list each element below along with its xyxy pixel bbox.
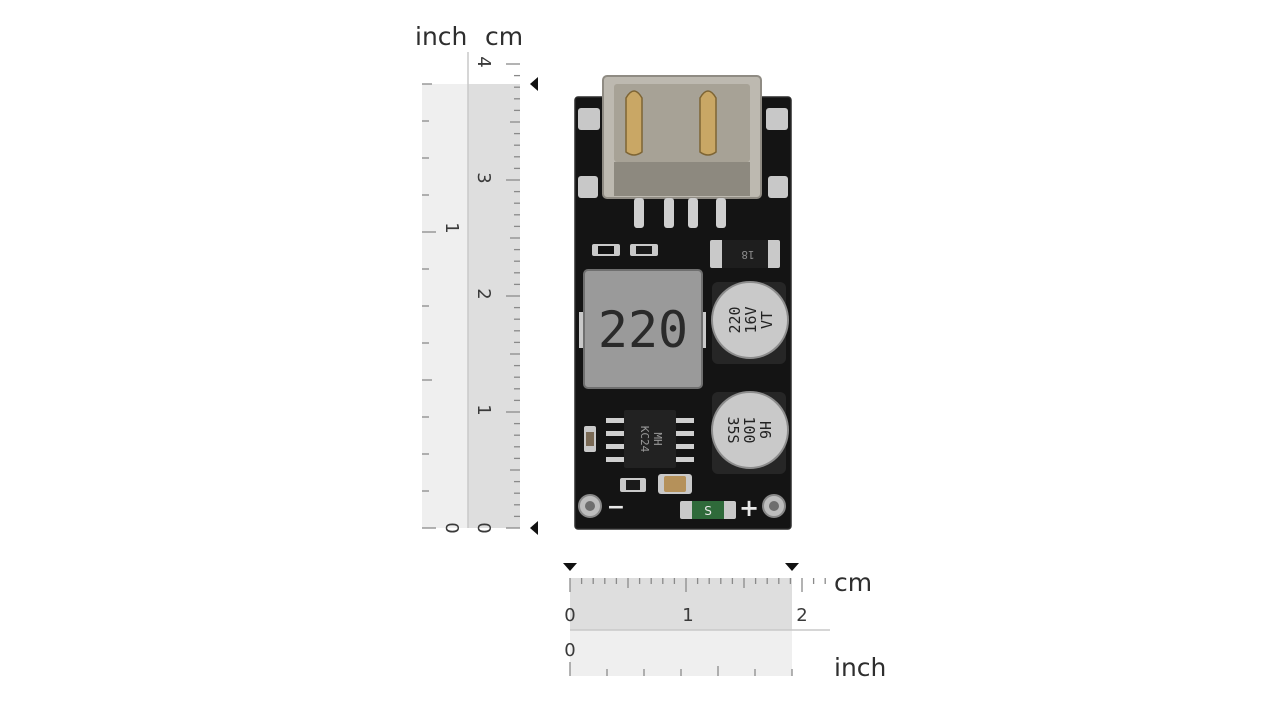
v-cm-tick-4: 4 <box>473 56 494 67</box>
usb-pin-2 <box>664 198 674 228</box>
h-cm-tick-2: 2 <box>796 605 807 626</box>
capacitor-top: 220 16V VT <box>711 281 789 364</box>
usb-contact-right <box>699 90 717 156</box>
vertical-top-marker <box>530 77 538 91</box>
ic-pin-r3 <box>674 444 694 449</box>
pad-top-right <box>766 108 788 130</box>
ic-body <box>624 410 676 468</box>
v-inch-tick-1: 1 <box>441 222 462 233</box>
ic-pin-r4 <box>674 457 694 462</box>
horizontal-ticks <box>569 578 826 676</box>
v-inch-tick-0: 0 <box>441 522 462 533</box>
polarity-minus: − <box>607 495 625 520</box>
usb-pin-3 <box>688 198 698 228</box>
usb-a-port <box>602 75 762 228</box>
horizontal-cm-label: cm <box>834 568 873 597</box>
smd-resistor-a-body <box>598 246 614 254</box>
h-cm-tick-0: 0 <box>564 605 575 626</box>
usb-body-lower <box>614 162 750 196</box>
v-cm-tick-3: 3 <box>473 172 494 183</box>
diode-marking: 18 <box>741 248 754 261</box>
ic-pin-l3 <box>606 444 626 449</box>
capacitor-top-can <box>711 281 789 359</box>
ic-marking-2: KC24 <box>638 426 651 453</box>
capacitor-top-line-3: VT <box>758 311 776 329</box>
vertical-inch-label: inch <box>415 22 468 51</box>
vertical-inch-band <box>422 84 468 528</box>
capacitor-top-line-2: 16V <box>742 306 760 333</box>
vertical-cm-label: cm <box>485 22 524 51</box>
v-cm-tick-1: 1 <box>473 404 494 415</box>
ic-marking-1: MH <box>651 432 664 445</box>
capacitor-bottom: H6 100 35S <box>711 391 789 474</box>
smd-bottom-b-body <box>664 476 686 492</box>
capacitor-bottom-can <box>711 391 789 469</box>
usb-pin-1 <box>634 198 644 228</box>
ic-pin-l4 <box>606 457 626 462</box>
v-cm-tick-0: 0 <box>473 522 494 533</box>
vertical-ruler: 0 1 2 3 4 0 1 <box>422 52 538 535</box>
vertical-cm-band <box>468 84 520 528</box>
h-inch-tick-0: 0 <box>564 640 575 661</box>
vertical-ticks <box>422 63 520 529</box>
ic-pin-r2 <box>674 431 694 436</box>
ic-pin-l1 <box>606 418 626 423</box>
usb-contact-left <box>625 90 643 156</box>
resistor-s-marking: S <box>704 504 712 518</box>
capacitor-bottom-line-2: 100 <box>740 416 758 443</box>
diode-body <box>722 240 768 268</box>
smd-diode: 18 <box>710 240 780 268</box>
smd-cap-left-body <box>586 432 594 446</box>
horizontal-left-marker <box>563 563 577 571</box>
inductor: 220 <box>579 269 706 389</box>
inductor-body <box>583 269 703 389</box>
pad-plus-hole <box>769 501 779 511</box>
ic-pin-r1 <box>674 418 694 423</box>
horizontal-inch-label: inch <box>834 653 887 682</box>
polarity-plus: + <box>739 494 759 522</box>
usb-pin-4 <box>716 198 726 228</box>
resistor-s-body <box>692 501 724 519</box>
capacitor-bottom-line-1: H6 <box>756 421 774 439</box>
capacitor-top-line-1: 220 <box>726 306 744 333</box>
inductor-marking: 220 <box>598 301 688 359</box>
horizontal-cm-band <box>570 578 792 630</box>
smd-resistor-s: S <box>680 501 736 519</box>
vertical-bottom-marker <box>530 521 538 535</box>
smd-bottom-a-body <box>626 480 640 490</box>
horizontal-right-marker <box>785 563 799 571</box>
pcb-board: 18 220 220 16V VT <box>574 75 792 530</box>
smd-resistor-b-body <box>636 246 652 254</box>
horizontal-ruler: 0 1 2 0 <box>563 563 830 676</box>
v-cm-tick-2: 2 <box>473 288 494 299</box>
capacitor-bottom-line-3: 35S <box>724 416 742 443</box>
h-cm-tick-1: 1 <box>682 605 693 626</box>
pad-top-left <box>578 108 600 130</box>
ic-pin-l2 <box>606 431 626 436</box>
pad-minus-hole <box>585 501 595 511</box>
horizontal-inch-band <box>570 630 792 676</box>
ic-chip: MH KC24 <box>606 410 694 468</box>
pad-mid-left <box>578 176 598 198</box>
pad-mid-right <box>768 176 788 198</box>
